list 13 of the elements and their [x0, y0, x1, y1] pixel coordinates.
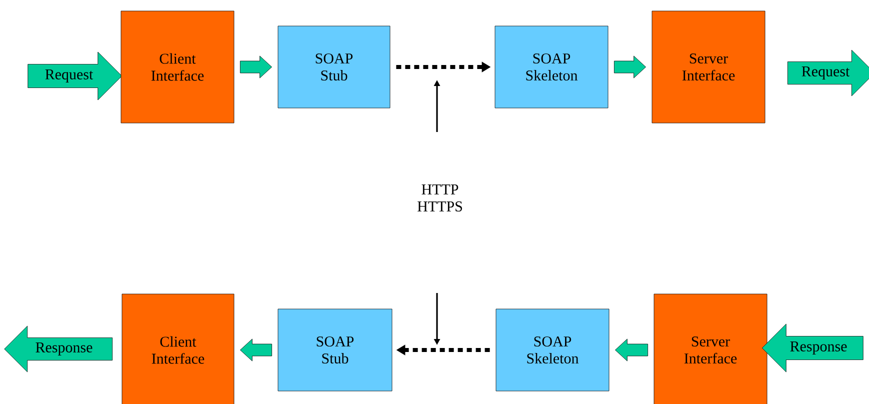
block-arrow: [614, 56, 646, 78]
block-arrow: [615, 338, 648, 362]
protocol-label: HTTP HTTPS: [418, 184, 462, 212]
soap-box: SOAP Stub: [278, 26, 390, 108]
interface-box: Server Interface: [654, 294, 768, 404]
soap-box: SOAP Stub: [278, 308, 392, 392]
block-arrow: [240, 338, 272, 362]
soap-box: SOAP Skeleton: [496, 308, 610, 392]
interface-box: Server Interface: [652, 10, 766, 124]
soap-box: SOAP Skeleton: [494, 26, 608, 108]
interface-box: Client Interface: [122, 294, 234, 404]
block-arrow: [240, 56, 272, 78]
interface-box: Client Interface: [120, 10, 234, 124]
